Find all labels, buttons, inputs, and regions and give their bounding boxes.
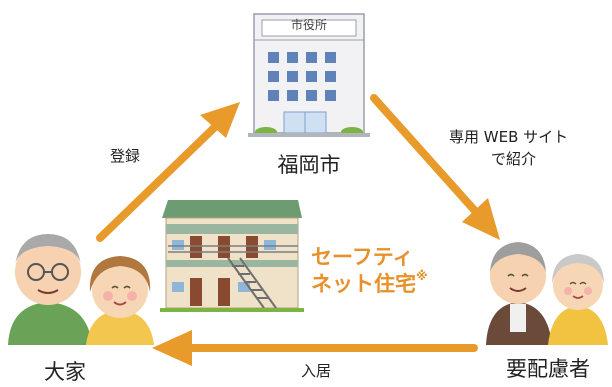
landlord-couple-icon xyxy=(8,234,154,345)
arrow-register xyxy=(96,102,240,242)
register-label: 登録 xyxy=(110,147,141,165)
housing-title-line2-wrap: ネット住宅※ xyxy=(311,269,428,298)
housing-title-line2: ネット住宅 xyxy=(311,272,416,297)
move-in-label: 入居 xyxy=(301,362,332,380)
arrow-introduce xyxy=(370,94,500,240)
city-hall-caption: 福岡市 xyxy=(277,153,341,177)
apartment-building-icon xyxy=(160,200,304,312)
introduce-label-line1: 専用 WEB サイト xyxy=(449,128,569,146)
tenant-couple-icon xyxy=(486,242,608,345)
safety-net-housing-title: セーフティ ネット住宅※ xyxy=(311,244,428,299)
city-hall-sign: 市役所 xyxy=(290,18,327,32)
landlord-caption: 大家 xyxy=(44,360,86,384)
housing-note-mark: ※ xyxy=(416,269,428,284)
introduce-label-line2: で紹介 xyxy=(491,150,537,168)
tenant-caption: 要配慮者 xyxy=(506,357,590,381)
housing-title-line1: セーフティ xyxy=(311,245,414,269)
city-hall-building-icon xyxy=(248,13,370,137)
arrow-move-in xyxy=(152,330,478,366)
